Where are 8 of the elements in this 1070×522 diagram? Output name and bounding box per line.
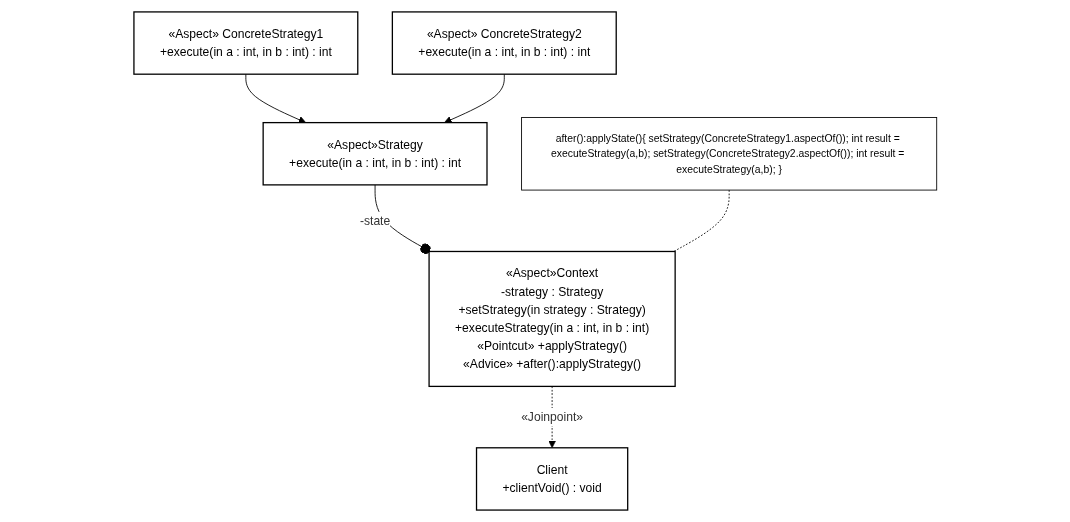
node-box: «Aspect»Strategy +execute(in a : int, in b : int) : int	[262, 121, 488, 186]
node-box: «Aspect» ConcreteStrategy1 +execute(in a : int, in b : int) : int	[132, 11, 359, 75]
node-box: after():applyState(){ setStrategy(ConcreteStrategy1.aspectOf()); int result = executeStrategy(a,b); setStrategy(ConcreteStrategy2.aspectOf()); int result = executeStrategy(a,b); }	[520, 117, 937, 191]
node-box: «Aspect» ConcreteStrategy2 +execute(in a : int, in b : int) : int	[391, 11, 617, 75]
edge-label: «Joinpoint»	[520, 409, 583, 424]
node-box: «Aspect»Context -strategy : Strategy +setStrategy(in strategy : Strategy) +executeStrategy(in a : int, in b : int) «Pointcut» +applyStrategy() «Advice» +after():applyStrategy()	[428, 250, 676, 388]
edge-label: -state	[359, 213, 390, 228]
node-box: Client +clientVoid() : void	[475, 447, 628, 511]
